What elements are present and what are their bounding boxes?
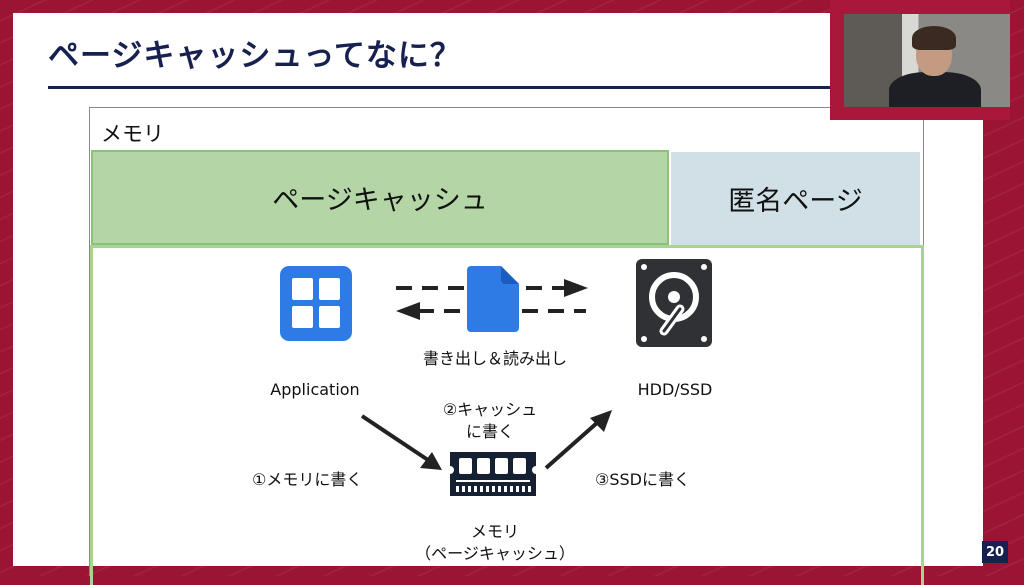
memory-label: メモリ (101, 122, 164, 146)
title-underline (48, 86, 848, 89)
flow-arrows (360, 410, 612, 470)
anonymous-page-label: 匿名ページ (728, 186, 863, 217)
step1-label: ①メモリに書く (252, 470, 363, 489)
anonymous-page-region: 匿名ページ (671, 152, 920, 245)
step2-label-line2: に書く (465, 422, 514, 441)
read-write-label: 書き出し＆読み出し (422, 349, 567, 368)
memory-to-ssd-arrow-line (544, 420, 600, 470)
presenter-hair (912, 26, 956, 50)
document-icon (467, 266, 519, 332)
page-cache-label: ページキャッシュ (272, 185, 488, 216)
read-arrow-head (396, 302, 420, 320)
step2-label-line1: ②キャッシュ (442, 400, 538, 419)
write-arrow-head (564, 279, 588, 297)
page-number: 20 (982, 541, 1008, 563)
presenter-video (844, 14, 1010, 107)
memory-to-ssd-arrow-head (590, 410, 612, 432)
hard-drive-icon (636, 259, 712, 347)
slide-title: ページキャッシュってなに？ (48, 38, 462, 74)
storage-label: HDD/SSD (637, 380, 713, 399)
page-cache-region: ページキャッシュ (91, 150, 669, 245)
application-label: Application (270, 380, 360, 399)
memory-caption-line1: メモリ (470, 522, 519, 541)
presenter-camera-frame (830, 0, 1010, 120)
app-to-memory-arrow-line (360, 414, 430, 462)
presenter-body (889, 72, 981, 107)
flow-container (90, 245, 924, 585)
memory-caption-line2: （ページキャッシュ） (415, 544, 575, 563)
step3-label: ③SSDに書く (595, 470, 690, 489)
ram-module-icon (450, 452, 536, 496)
app-grid-icon (280, 266, 352, 341)
app-to-memory-arrow-head (420, 452, 442, 470)
